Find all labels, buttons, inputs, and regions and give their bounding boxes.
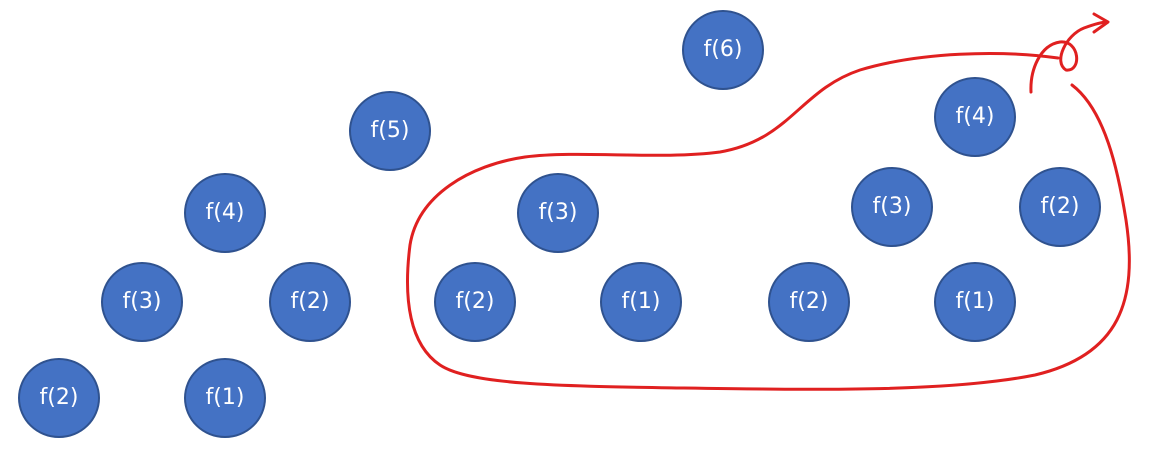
- node-label: f(1): [621, 289, 661, 314]
- node-f4-right: f(4): [934, 77, 1016, 157]
- node-label: f(4): [955, 104, 995, 129]
- node-label: f(5): [370, 118, 410, 143]
- node-f1-bottom: f(1): [184, 358, 266, 438]
- node-label: f(2): [789, 289, 829, 314]
- node-label: f(2): [1040, 194, 1080, 219]
- node-label: f(3): [872, 194, 912, 219]
- node-f6: f(6): [682, 10, 764, 90]
- arrowhead-icon: [1092, 12, 1110, 34]
- node-label: f(2): [39, 385, 79, 410]
- node-label: f(3): [538, 200, 578, 225]
- node-f3-right: f(3): [851, 167, 933, 247]
- node-label: f(2): [290, 289, 330, 314]
- node-label: f(3): [122, 289, 162, 314]
- node-f2-right-top: f(2): [1019, 167, 1101, 247]
- node-f2-left: f(2): [269, 262, 351, 342]
- node-label: f(6): [703, 37, 743, 62]
- node-label: f(2): [455, 289, 495, 314]
- node-f2-bottom: f(2): [18, 358, 100, 438]
- node-f3-circled: f(3): [517, 173, 599, 253]
- node-f3-left: f(3): [101, 262, 183, 342]
- node-label: f(4): [205, 200, 245, 225]
- node-f1-circled: f(1): [600, 262, 682, 342]
- node-f2-circled: f(2): [434, 262, 516, 342]
- node-f2-right: f(2): [768, 262, 850, 342]
- node-label: f(1): [955, 289, 995, 314]
- node-f4-left: f(4): [184, 173, 266, 253]
- node-label: f(1): [205, 385, 245, 410]
- node-f1-right: f(1): [934, 262, 1016, 342]
- node-f5: f(5): [349, 91, 431, 171]
